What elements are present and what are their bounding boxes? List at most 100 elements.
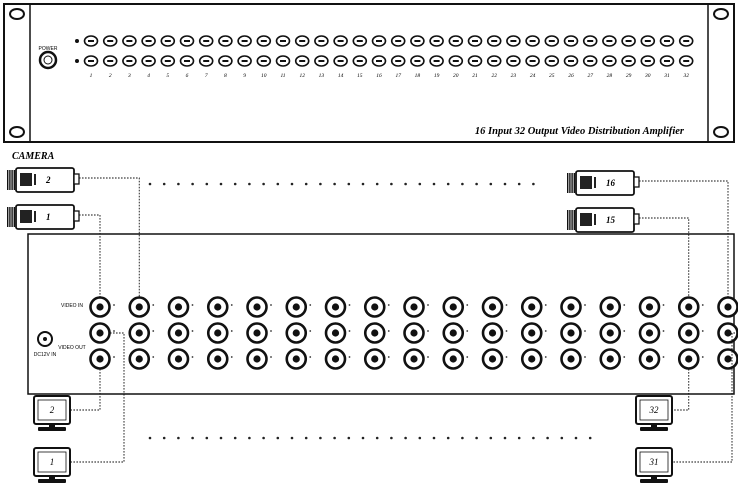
channel-indicator xyxy=(160,35,176,47)
channel-indicator xyxy=(237,35,252,47)
bnc-connector[interactable] xyxy=(403,322,429,344)
camera-number: 1 xyxy=(46,212,51,222)
bnc-connector[interactable] xyxy=(324,348,351,370)
bnc-connector[interactable] xyxy=(403,296,429,318)
channel-number: 9 xyxy=(243,73,246,79)
rack-ear-hole xyxy=(713,8,729,20)
camera-number: 15 xyxy=(606,215,616,225)
bnc-connector[interactable] xyxy=(638,296,665,318)
bnc-connector[interactable] xyxy=(206,322,233,344)
continuation-dots xyxy=(148,182,535,186)
channel-indicator xyxy=(294,35,310,47)
power-switch[interactable] xyxy=(38,50,58,70)
bnc-connector[interactable] xyxy=(520,322,547,344)
bnc-connector[interactable] xyxy=(481,296,508,318)
camera-label: CAMERA xyxy=(12,151,55,162)
channel-indicator xyxy=(122,55,137,67)
bnc-connector[interactable] xyxy=(167,348,194,370)
channel-number: 6 xyxy=(186,73,189,79)
bnc-connector[interactable] xyxy=(599,296,626,318)
bnc-connector[interactable] xyxy=(363,296,390,318)
channel-indicator xyxy=(602,55,617,67)
bnc-connector[interactable] xyxy=(246,348,272,370)
channel-number: 16 xyxy=(376,73,382,79)
bnc-connector[interactable] xyxy=(167,296,194,318)
bnc-connector[interactable] xyxy=(717,348,738,370)
bnc-connector[interactable] xyxy=(128,348,155,370)
channel-number: 3 xyxy=(127,73,131,79)
channel-indicator xyxy=(275,55,291,67)
bnc-connector[interactable] xyxy=(520,348,547,370)
bnc-connector[interactable] xyxy=(167,322,194,344)
bnc-connector[interactable] xyxy=(442,296,469,318)
signal-cable xyxy=(79,177,140,297)
bnc-connector[interactable] xyxy=(324,322,351,344)
channel-indicator xyxy=(198,55,214,67)
channel-number: 17 xyxy=(395,73,401,79)
bnc-connector[interactable] xyxy=(89,322,115,344)
bnc-connector[interactable] xyxy=(206,296,233,318)
channel-number: 13 xyxy=(319,73,325,79)
bnc-connector[interactable] xyxy=(363,348,390,370)
camera: 16 xyxy=(567,170,640,196)
bnc-connector[interactable] xyxy=(246,322,272,344)
rack-ear-hole xyxy=(9,8,25,20)
channel-number: 2 xyxy=(109,73,112,79)
bnc-connector[interactable] xyxy=(285,322,312,344)
bnc-connector[interactable] xyxy=(403,348,429,370)
camera: 15 xyxy=(567,207,640,233)
channel-indicator xyxy=(640,55,656,67)
rack-ear-hole xyxy=(713,126,729,138)
bnc-connector[interactable] xyxy=(638,322,665,344)
front-power-label: POWER xyxy=(39,46,58,52)
bnc-connector[interactable] xyxy=(246,296,272,318)
bnc-connector[interactable] xyxy=(599,348,626,370)
bnc-connector[interactable] xyxy=(363,322,390,344)
bnc-connector[interactable] xyxy=(89,348,115,370)
bnc-connector[interactable] xyxy=(560,322,586,344)
bnc-connector[interactable] xyxy=(677,296,704,318)
continuation-dots xyxy=(148,436,592,440)
channel-indicator xyxy=(218,55,233,67)
bnc-connector[interactable] xyxy=(481,348,508,370)
bnc-connector[interactable] xyxy=(560,296,586,318)
bnc-connector[interactable] xyxy=(717,296,738,318)
channel-number: 15 xyxy=(357,73,363,79)
bnc-connector[interactable] xyxy=(677,348,704,370)
bnc-connector[interactable] xyxy=(638,348,665,370)
channel-indicator xyxy=(390,55,406,67)
channel-number: 27 xyxy=(587,73,593,79)
channel-number: 12 xyxy=(299,73,305,79)
channel-indicator xyxy=(333,35,348,47)
bnc-connector[interactable] xyxy=(89,296,115,318)
channel-indicator xyxy=(179,35,195,47)
channel-indicator xyxy=(102,35,118,47)
dc-power-label: DC12V IN xyxy=(34,352,57,358)
bnc-connector[interactable] xyxy=(599,322,626,344)
bnc-connector[interactable] xyxy=(128,322,155,344)
bnc-connector[interactable] xyxy=(324,296,351,318)
bnc-connector[interactable] xyxy=(206,348,233,370)
bnc-connector[interactable] xyxy=(285,348,312,370)
channel-indicator xyxy=(640,35,656,47)
channel-number: 5 xyxy=(166,73,169,79)
bnc-connector[interactable] xyxy=(520,296,547,318)
bnc-connector[interactable] xyxy=(677,322,704,344)
channel-number: 21 xyxy=(472,73,478,79)
rack-ear-hole xyxy=(9,126,25,138)
channel-indicator xyxy=(333,55,348,67)
bnc-connector[interactable] xyxy=(442,348,469,370)
channel-indicator xyxy=(371,55,387,67)
channel-indicator xyxy=(448,55,464,67)
channel-indicator xyxy=(237,55,252,67)
bnc-connector[interactable] xyxy=(442,322,469,344)
camera-number: 16 xyxy=(606,178,616,188)
bnc-connector[interactable] xyxy=(481,322,508,344)
camera-number: 2 xyxy=(45,175,51,185)
bnc-connector[interactable] xyxy=(128,296,155,318)
bnc-connector[interactable] xyxy=(285,296,312,318)
channel-indicator xyxy=(429,55,444,67)
bnc-connector[interactable] xyxy=(717,322,738,344)
bnc-connector[interactable] xyxy=(560,348,586,370)
